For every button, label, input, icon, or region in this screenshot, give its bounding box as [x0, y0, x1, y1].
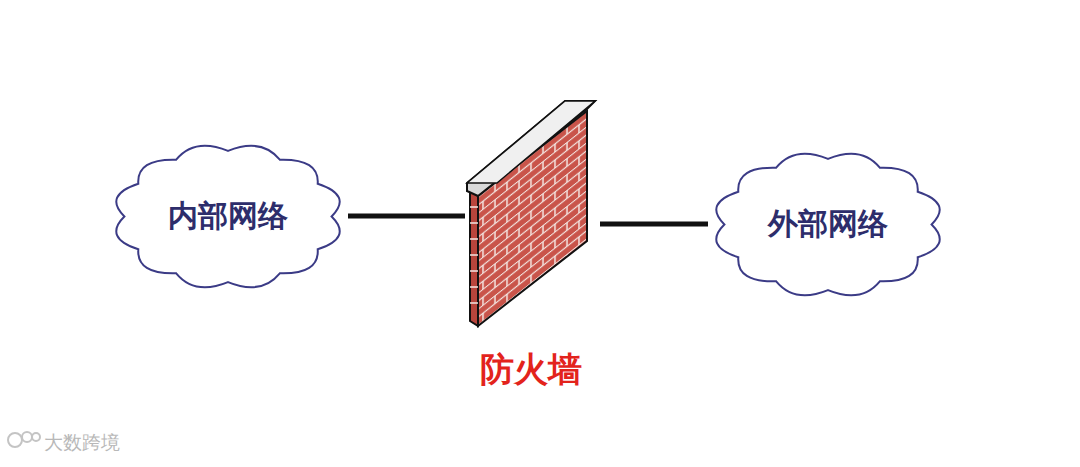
firewall-label: 防火墙 [480, 347, 582, 393]
firewall-illustration [465, 95, 600, 335]
cloud-label: 外部网络 [768, 204, 888, 245]
network-cloud: 内部网络 [108, 139, 348, 294]
network-cloud: 外部网络 [708, 147, 948, 302]
network-link [348, 214, 465, 219]
firewall: 防火墙 [465, 95, 600, 395]
network-link [600, 222, 708, 227]
watermark-logo [6, 428, 42, 452]
cloud-label: 内部网络 [168, 196, 288, 237]
watermark: 大数跨境 [44, 430, 120, 456]
